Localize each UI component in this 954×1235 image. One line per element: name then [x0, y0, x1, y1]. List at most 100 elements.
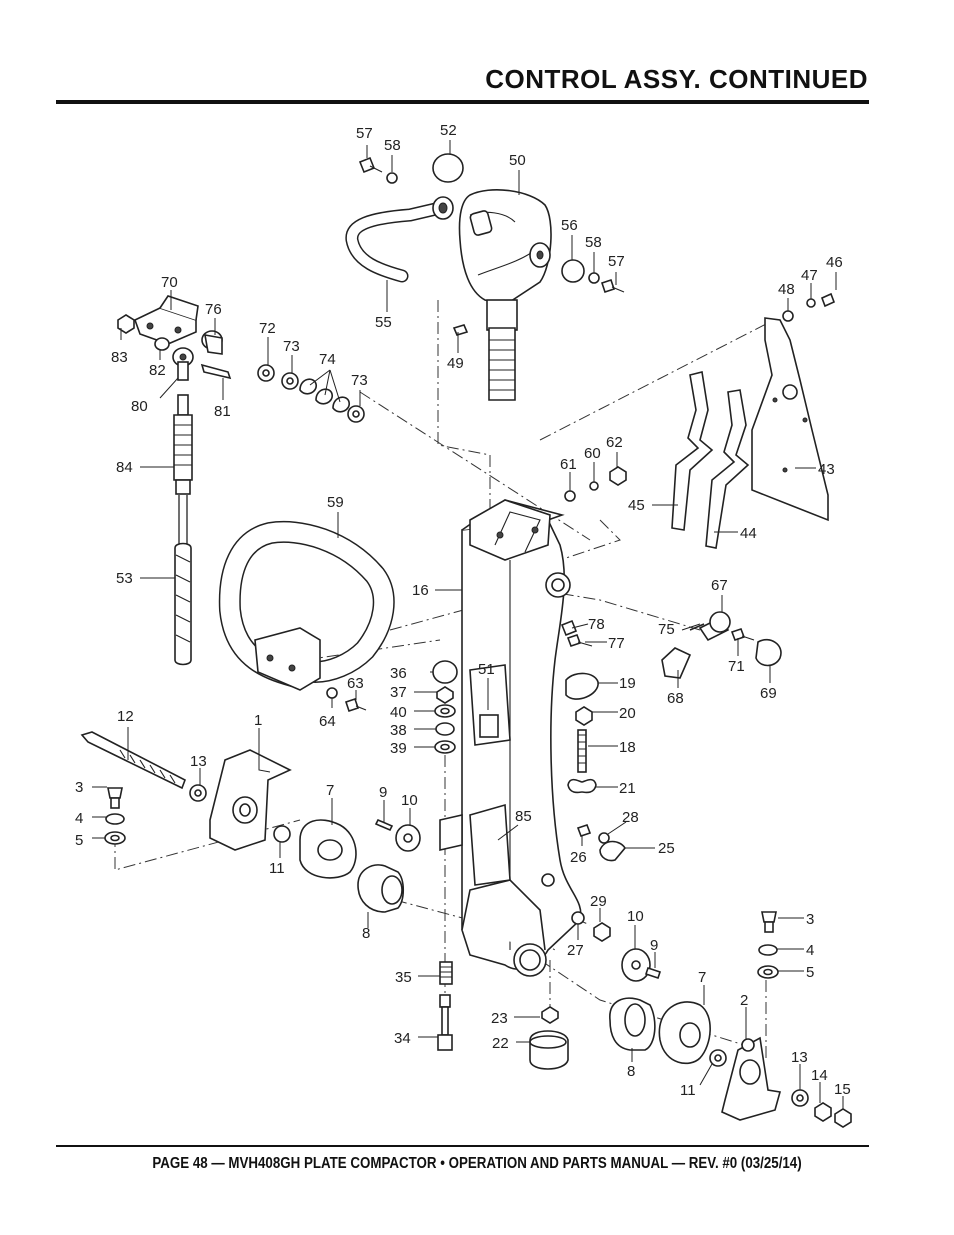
callout-46: 46	[826, 254, 843, 271]
callout-15: 15	[834, 1081, 851, 1098]
callout-8: 8	[362, 925, 370, 942]
lower-handle-59	[218, 520, 395, 713]
callout-69: 69	[760, 685, 777, 702]
callout-10b: 10	[627, 908, 644, 925]
callout-38: 38	[390, 722, 407, 739]
callout-51: 51	[478, 661, 495, 678]
callout-1: 1	[254, 712, 262, 729]
lower-center-parts	[437, 911, 611, 1070]
callout-12: 12	[117, 708, 134, 725]
callout-82: 82	[149, 362, 166, 379]
callout-78: 78	[588, 616, 605, 633]
callout-7b: 7	[698, 969, 706, 986]
header-rule	[56, 100, 869, 104]
callout-2: 2	[740, 992, 748, 1009]
callout-23: 23	[491, 1010, 508, 1027]
callout-74: 74	[319, 351, 336, 368]
callout-63: 63	[347, 675, 364, 692]
footer-rule	[56, 1145, 869, 1147]
linkage-parts	[117, 295, 365, 423]
callout-21: 21	[619, 780, 636, 797]
callout-53: 53	[116, 570, 133, 587]
callout-80: 80	[131, 398, 148, 415]
callout-57: 57	[356, 125, 373, 142]
callout-19: 19	[619, 675, 636, 692]
callout-83: 83	[111, 349, 128, 366]
column-body-16	[439, 499, 582, 977]
callout-4: 4	[75, 810, 83, 827]
callout-36: 36	[390, 665, 407, 682]
callout-16: 16	[412, 582, 429, 599]
callout-60: 60	[584, 445, 601, 462]
callout-3: 3	[75, 779, 83, 796]
page-title: CONTROL ASSY. CONTINUED	[485, 64, 868, 94]
callout-13: 13	[190, 753, 207, 770]
callout-34: 34	[394, 1030, 411, 1047]
callout-20: 20	[619, 705, 636, 722]
callout-68: 68	[667, 690, 684, 707]
handle-grip-55	[345, 196, 454, 283]
callout-5b: 5	[806, 964, 814, 981]
callout-37: 37	[390, 684, 407, 701]
callout-43: 43	[818, 461, 835, 478]
callout-18: 18	[619, 739, 636, 756]
callout-29: 29	[590, 893, 607, 910]
callout-71: 71	[728, 658, 745, 675]
callout-27: 27	[567, 942, 584, 959]
callout-45: 45	[628, 497, 645, 514]
callout-49: 49	[447, 355, 464, 372]
leader-lines	[92, 140, 844, 1110]
callout-61: 61	[560, 456, 577, 473]
callout-8b: 8	[627, 1063, 635, 1080]
page-footer: PAGE 48 — MVH408GH PLATE COMPACTOR • OPE…	[152, 1155, 802, 1172]
handle-head-50	[432, 153, 552, 401]
right-mount-group	[609, 911, 852, 1128]
throttle-cable	[173, 394, 193, 666]
callout-40: 40	[390, 704, 407, 721]
callout-67: 67	[711, 577, 728, 594]
callout-76: 76	[205, 301, 222, 318]
callout-64: 64	[319, 713, 336, 730]
washer-stack	[432, 660, 458, 754]
callout-58b: 58	[585, 234, 602, 251]
callout-81: 81	[214, 403, 231, 420]
plates	[564, 317, 829, 549]
callout-73b: 73	[351, 372, 368, 389]
callout-9b: 9	[650, 937, 658, 954]
callout-56: 56	[561, 217, 578, 234]
callout-58: 58	[384, 137, 401, 154]
callout-73: 73	[283, 338, 300, 355]
callout-5: 5	[75, 832, 83, 849]
callout-85: 85	[515, 808, 532, 825]
right-hardware-mid	[560, 611, 782, 862]
bellows	[488, 327, 516, 401]
callout-9: 9	[379, 784, 387, 801]
callout-22: 22	[492, 1035, 509, 1052]
callout-59: 59	[327, 494, 344, 511]
callout-75: 75	[658, 621, 675, 638]
callout-47: 47	[801, 267, 818, 284]
callout-labels: 57 58 52 50 56 58 57 46 47 48 70 76 83 8…	[75, 122, 851, 1099]
callout-11: 11	[269, 860, 285, 877]
callout-11b: 11	[680, 1082, 696, 1099]
callout-10: 10	[401, 792, 418, 809]
callout-44: 44	[740, 525, 757, 542]
callout-7: 7	[326, 782, 334, 799]
callout-26: 26	[570, 849, 587, 866]
callout-52: 52	[440, 122, 457, 139]
callout-84: 84	[116, 459, 133, 476]
left-mount-group	[80, 731, 421, 913]
callout-55: 55	[375, 314, 392, 331]
callout-28: 28	[622, 809, 639, 826]
callout-70: 70	[161, 274, 178, 291]
callout-62: 62	[606, 434, 623, 451]
callout-13b: 13	[791, 1049, 808, 1066]
callout-72: 72	[259, 320, 276, 337]
callout-50: 50	[509, 152, 526, 169]
callout-14: 14	[811, 1067, 828, 1084]
top-hardware	[358, 156, 836, 336]
callout-77: 77	[608, 635, 625, 652]
callout-39: 39	[390, 740, 407, 757]
callout-35: 35	[395, 969, 412, 986]
